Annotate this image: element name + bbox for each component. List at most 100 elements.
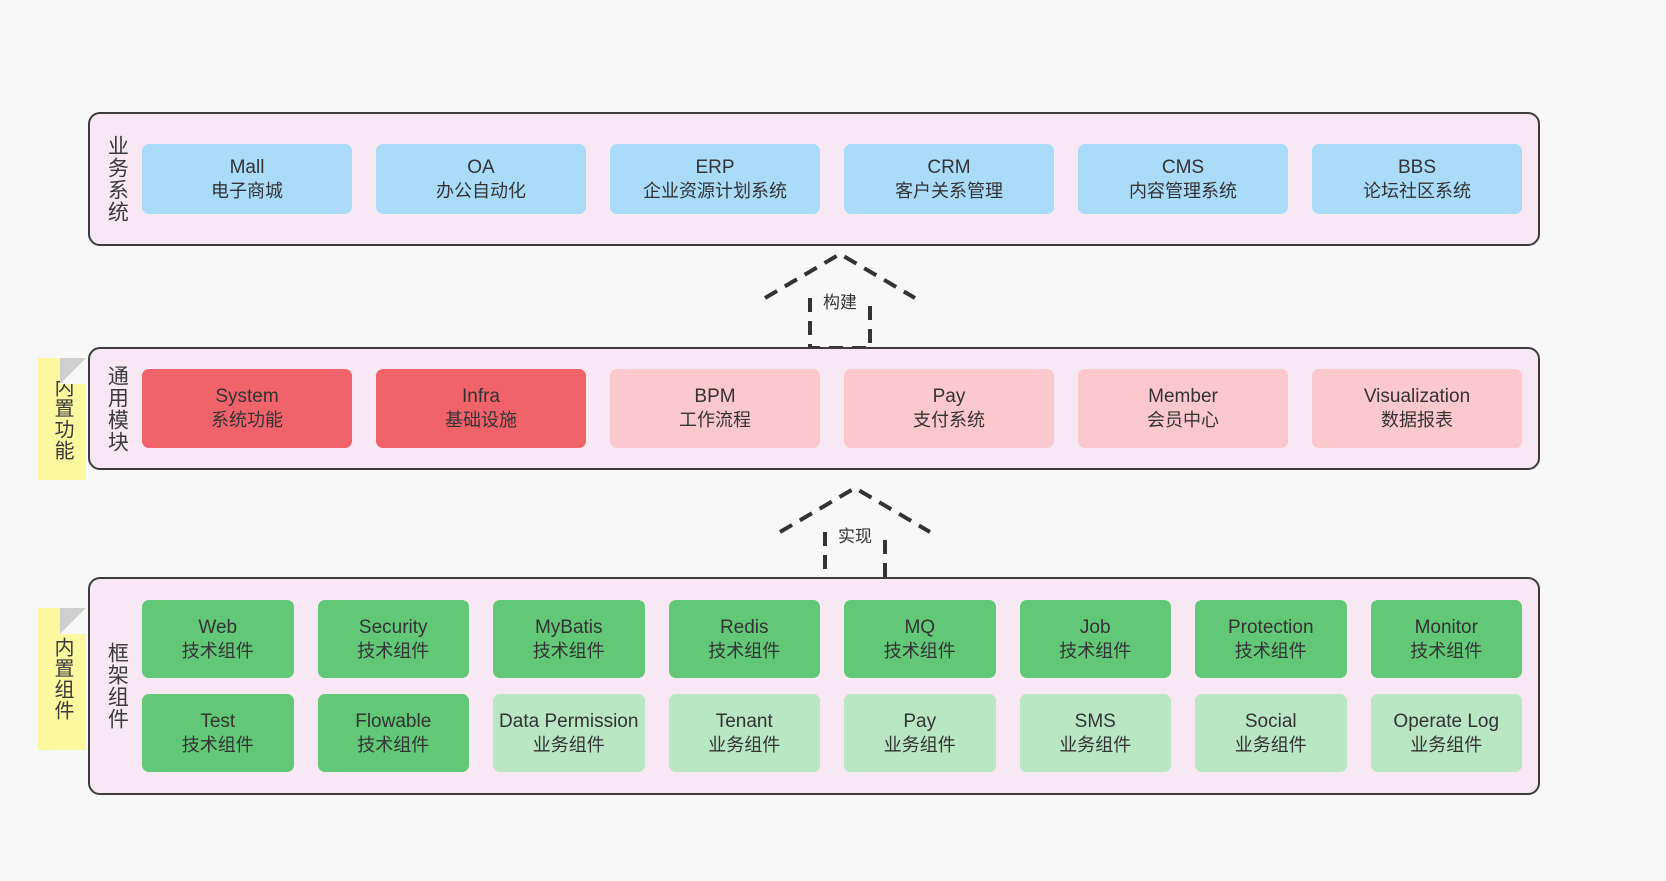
connector-build-label: 构建 bbox=[823, 293, 857, 312]
layer-framework-title: 框架组件 bbox=[105, 642, 129, 730]
card-mybatis[interactable]: MyBatis 技术组件 bbox=[493, 600, 645, 678]
card-member[interactable]: Member 会员中心 bbox=[1078, 369, 1288, 448]
card-title: CRM bbox=[927, 156, 971, 178]
card-title: Job bbox=[1079, 616, 1111, 638]
card-pay-component[interactable]: Pay 业务组件 bbox=[844, 694, 996, 772]
card-subtitle: 数据报表 bbox=[1381, 410, 1453, 431]
layer-framework-components: 框架组件 Web 技术组件 Security 技术组件 MyBatis 技术组件… bbox=[88, 577, 1540, 795]
card-subtitle: 客户关系管理 bbox=[895, 180, 1003, 201]
note-label: 内置功能 bbox=[51, 377, 73, 461]
card-protection[interactable]: Protection 技术组件 bbox=[1195, 600, 1347, 678]
connector-build: 构建 bbox=[755, 248, 925, 356]
card-subtitle: 技术组件 bbox=[532, 640, 605, 661]
layer-business-title: 业务系统 bbox=[105, 135, 129, 223]
card-subtitle: 技术组件 bbox=[181, 640, 254, 661]
card-title: Redis bbox=[719, 616, 769, 638]
card-subtitle: 企业资源计划系统 bbox=[643, 180, 787, 201]
card-monitor[interactable]: Monitor 技术组件 bbox=[1370, 600, 1522, 678]
card-title: Flowable bbox=[355, 710, 432, 732]
card-visualization[interactable]: Visualization 数据报表 bbox=[1312, 369, 1522, 448]
card-subtitle: 论坛社区系统 bbox=[1363, 180, 1471, 201]
connector-implement: 实现 bbox=[770, 482, 940, 590]
card-bpm[interactable]: BPM 工作流程 bbox=[610, 369, 820, 448]
card-redis[interactable]: Redis 技术组件 bbox=[668, 600, 820, 678]
note-label: 内置组件 bbox=[51, 637, 73, 721]
card-subtitle: 办公自动化 bbox=[436, 180, 526, 201]
card-subtitle: 系统功能 bbox=[211, 410, 283, 431]
card-title: Monitor bbox=[1414, 616, 1478, 638]
card-subtitle: 技术组件 bbox=[1234, 640, 1307, 661]
layer-business-systems: 业务系统 Mall 电子商城 OA 办公自动化 ERP 企业资源计划系统 CRM… bbox=[88, 112, 1540, 246]
card-subtitle: 技术组件 bbox=[1410, 640, 1483, 661]
business-card-row: Mall 电子商城 OA 办公自动化 ERP 企业资源计划系统 CRM 客户关系… bbox=[142, 144, 1522, 214]
card-title: System bbox=[215, 386, 279, 408]
card-title: Pay bbox=[903, 710, 937, 732]
card-subtitle: 业务组件 bbox=[1059, 734, 1132, 755]
card-pay-module[interactable]: Pay 支付系统 bbox=[844, 369, 1054, 448]
card-subtitle: 内容管理系统 bbox=[1129, 180, 1237, 201]
card-title: Security bbox=[358, 616, 428, 638]
card-system[interactable]: System 系统功能 bbox=[142, 369, 352, 448]
card-operate-log[interactable]: Operate Log 业务组件 bbox=[1370, 694, 1522, 772]
card-title: CMS bbox=[1161, 156, 1205, 178]
card-flowable[interactable]: Flowable 技术组件 bbox=[317, 694, 469, 772]
card-title: MyBatis bbox=[534, 616, 603, 638]
framework-card-row-2: Test 技术组件 Flowable 技术组件 Data Permission … bbox=[142, 694, 1522, 772]
card-infra[interactable]: Infra 基础设施 bbox=[376, 369, 586, 448]
card-subtitle: 工作流程 bbox=[679, 410, 751, 431]
note-builtin-features: 内置功能 bbox=[38, 358, 86, 480]
card-oa[interactable]: OA 办公自动化 bbox=[376, 144, 586, 214]
card-job[interactable]: Job 技术组件 bbox=[1019, 600, 1171, 678]
card-data-permission[interactable]: Data Permission 业务组件 bbox=[493, 694, 645, 772]
card-security[interactable]: Security 技术组件 bbox=[317, 600, 469, 678]
card-title: BPM bbox=[694, 386, 736, 408]
card-subtitle: 电子商城 bbox=[211, 180, 283, 201]
card-subtitle: 业务组件 bbox=[883, 734, 956, 755]
card-subtitle: 技术组件 bbox=[357, 734, 430, 755]
card-tenant[interactable]: Tenant 业务组件 bbox=[668, 694, 820, 772]
card-title: ERP bbox=[695, 156, 735, 178]
card-subtitle: 基础设施 bbox=[445, 410, 517, 431]
card-mall[interactable]: Mall 电子商城 bbox=[142, 144, 352, 214]
card-title: Protection bbox=[1227, 616, 1314, 638]
layer-business-body: Mall 电子商城 OA 办公自动化 ERP 企业资源计划系统 CRM 客户关系… bbox=[142, 114, 1538, 244]
card-mq[interactable]: MQ 技术组件 bbox=[844, 600, 996, 678]
card-subtitle: 技术组件 bbox=[883, 640, 956, 661]
card-title: Infra bbox=[461, 386, 501, 408]
card-title: Test bbox=[200, 710, 236, 732]
card-title: Operate Log bbox=[1393, 710, 1500, 732]
connector-implement-label: 实现 bbox=[838, 527, 872, 546]
card-title: OA bbox=[467, 156, 495, 178]
card-social[interactable]: Social 业务组件 bbox=[1195, 694, 1347, 772]
card-title: Social bbox=[1244, 710, 1297, 732]
note-builtin-components: 内置组件 bbox=[38, 608, 86, 750]
card-subtitle: 技术组件 bbox=[181, 734, 254, 755]
card-title: Tenant bbox=[715, 710, 773, 732]
card-title: Web bbox=[198, 616, 238, 638]
card-subtitle: 业务组件 bbox=[1234, 734, 1307, 755]
card-subtitle: 业务组件 bbox=[1410, 734, 1483, 755]
card-bbs[interactable]: BBS 论坛社区系统 bbox=[1312, 144, 1522, 214]
layer-common-title: 通用模块 bbox=[105, 364, 129, 453]
layer-framework-body: Web 技术组件 Security 技术组件 MyBatis 技术组件 Redi… bbox=[142, 579, 1538, 793]
card-sms[interactable]: SMS 业务组件 bbox=[1019, 694, 1171, 772]
card-erp[interactable]: ERP 企业资源计划系统 bbox=[610, 144, 820, 214]
card-test[interactable]: Test 技术组件 bbox=[142, 694, 294, 772]
card-web[interactable]: Web 技术组件 bbox=[142, 600, 294, 678]
card-subtitle: 支付系统 bbox=[913, 410, 985, 431]
common-card-row: System 系统功能 Infra 基础设施 BPM 工作流程 Pay 支付系统… bbox=[142, 369, 1522, 448]
card-subtitle: 技术组件 bbox=[357, 640, 430, 661]
card-cms[interactable]: CMS 内容管理系统 bbox=[1078, 144, 1288, 214]
layer-common-modules: 通用模块 System 系统功能 Infra 基础设施 BPM 工作流程 Pay… bbox=[88, 347, 1540, 470]
layer-common-body: System 系统功能 Infra 基础设施 BPM 工作流程 Pay 支付系统… bbox=[142, 349, 1538, 468]
card-title: Mall bbox=[229, 156, 265, 178]
card-title: Data Permission bbox=[499, 710, 639, 732]
card-crm[interactable]: CRM 客户关系管理 bbox=[844, 144, 1054, 214]
card-title: SMS bbox=[1074, 710, 1116, 732]
card-title: BBS bbox=[1397, 156, 1437, 178]
card-title: Member bbox=[1148, 386, 1218, 408]
card-subtitle: 会员中心 bbox=[1147, 410, 1219, 431]
card-title: Pay bbox=[932, 386, 966, 408]
framework-card-row-1: Web 技术组件 Security 技术组件 MyBatis 技术组件 Redi… bbox=[142, 600, 1522, 678]
